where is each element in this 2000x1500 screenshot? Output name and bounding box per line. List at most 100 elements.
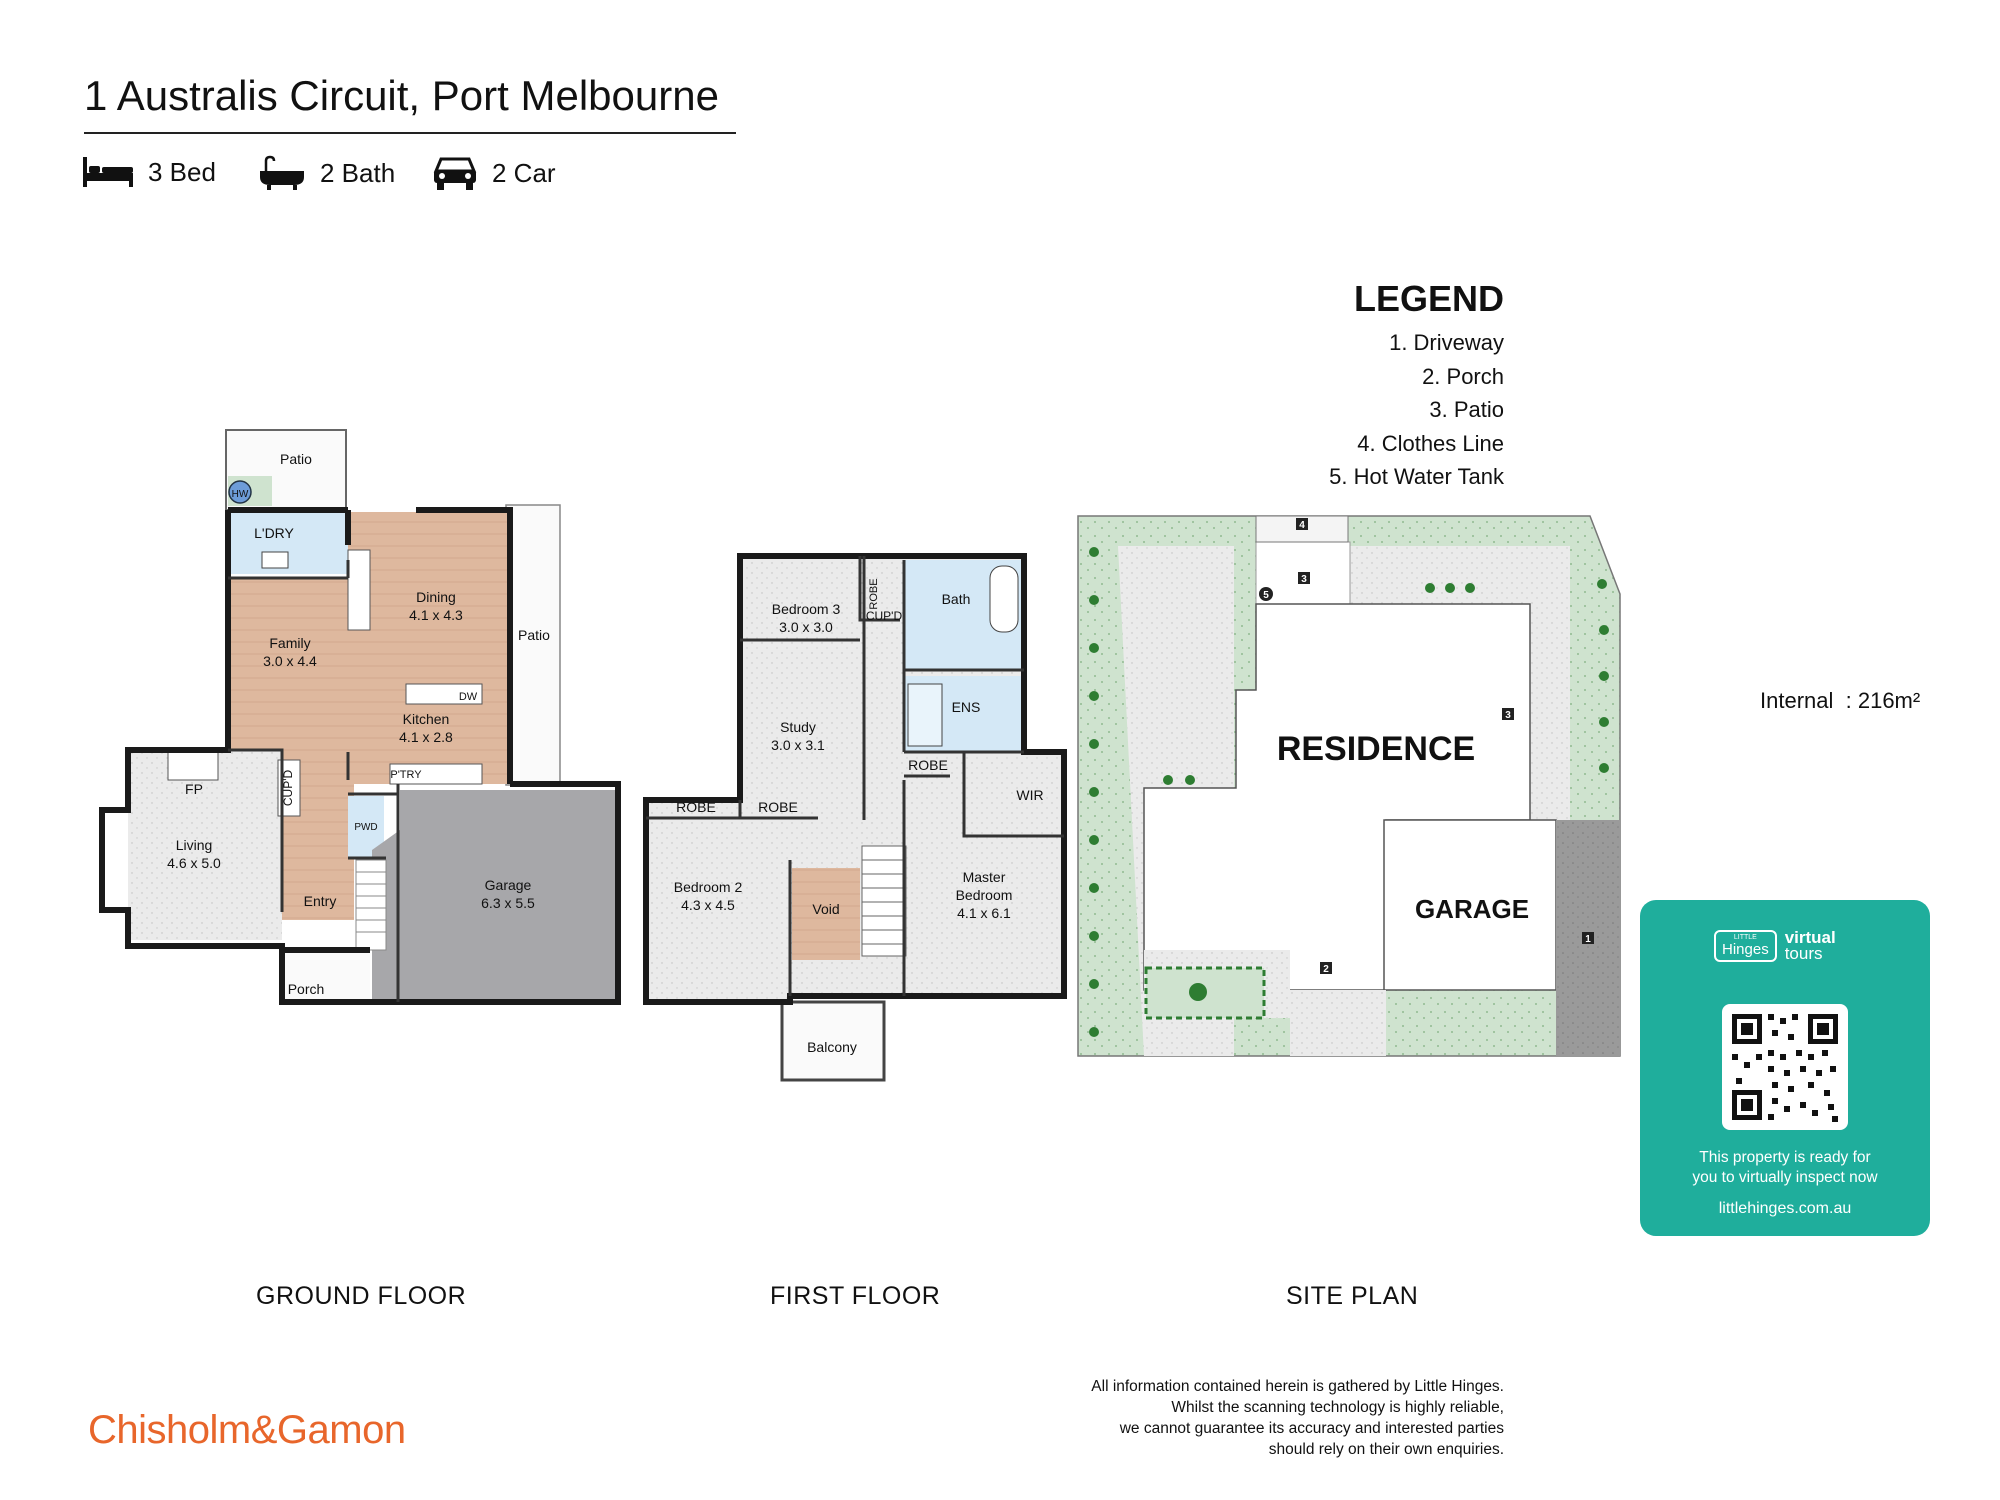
label-master-dim: 4.1 x 6.1 bbox=[957, 905, 1011, 921]
ground-floor-plan bbox=[99, 429, 621, 1005]
label-ens: ENS bbox=[952, 699, 981, 715]
disclaimer-line: should rely on their own enquiries. bbox=[1268, 1441, 1504, 1458]
family-floor bbox=[228, 578, 350, 753]
first-floor-plan bbox=[643, 553, 1067, 1082]
little-hinges-logo: LITTLE Hinges virtual tours bbox=[1714, 928, 1836, 963]
internal-area: Internal : 216m² bbox=[1760, 688, 1920, 714]
label-kitchen: Kitchen bbox=[403, 711, 450, 727]
site-front-path bbox=[1290, 990, 1386, 1056]
living-room bbox=[128, 750, 282, 940]
virtual-tour-card[interactable]: LITTLE Hinges virtual tours bbox=[1640, 900, 1930, 1236]
stairs-ground bbox=[355, 859, 387, 951]
qr-code-icon[interactable] bbox=[1722, 1004, 1848, 1130]
marker-4: 4 bbox=[1299, 520, 1305, 531]
disclaimer-line: we cannot guarantee its accuracy and int… bbox=[1119, 1420, 1504, 1437]
label-study-dim: 3.0 x 3.1 bbox=[771, 737, 825, 753]
car-icon bbox=[433, 157, 477, 190]
label-ground-floor: GROUND FLOOR bbox=[256, 1282, 467, 1310]
label-site-garage: GARAGE bbox=[1415, 894, 1529, 924]
bathtub bbox=[989, 565, 1019, 633]
marker-5: 5 bbox=[1263, 590, 1269, 601]
marker-3a: 3 bbox=[1301, 574, 1307, 585]
legend-title: LEGEND bbox=[1353, 278, 1504, 319]
laundry-sink bbox=[261, 551, 289, 569]
balcony-area bbox=[780, 1000, 886, 1082]
title-underline bbox=[84, 132, 736, 134]
label-ptry: P'TRY bbox=[390, 769, 422, 781]
agency-logo: Chisholm&Gamon bbox=[88, 1408, 406, 1452]
ground-floor-labels: Patio HW L'DRY Dining 4.1 x 4.3 Family 3… bbox=[167, 451, 550, 997]
dining-wall-stub bbox=[347, 549, 371, 631]
label-balcony: Balcony bbox=[807, 1039, 857, 1055]
page-title: 1 Australis Circuit, Port Melbourne bbox=[84, 72, 719, 119]
virtual-tour-url[interactable]: littlehinges.com.au bbox=[1718, 1200, 1852, 1217]
label-robe-vertical: ROBE bbox=[868, 578, 880, 609]
label-bedroom3-dim: 3.0 x 3.0 bbox=[779, 619, 833, 635]
patio-side-area bbox=[505, 504, 561, 786]
legend-item: 4. Clothes Line bbox=[1357, 430, 1504, 456]
site-plan-labels: RESIDENCE GARAGE 1 2 3 3 4 5 bbox=[1259, 518, 1594, 975]
virtual-tour-message-line2: you to virtually inspect now bbox=[1692, 1169, 1878, 1186]
marker-2: 2 bbox=[1323, 964, 1329, 975]
virtual-tour-message: This property is ready for you to virtua… bbox=[1640, 1148, 1930, 1188]
disclaimer-line: Whilst the scanning technology is highly… bbox=[1171, 1399, 1504, 1416]
label-porch: Porch bbox=[288, 981, 325, 997]
feature-car: 2 Car bbox=[432, 155, 556, 191]
label-patio-side: Patio bbox=[518, 627, 550, 643]
label-dining-dim: 4.1 x 4.3 bbox=[409, 607, 463, 623]
hot-water-tank-icon bbox=[228, 480, 252, 504]
feature-car-label: 2 Car bbox=[492, 157, 556, 188]
feature-bed-label: 3 Bed bbox=[148, 156, 216, 187]
fireplace bbox=[167, 751, 219, 781]
label-hw: HW bbox=[232, 489, 249, 500]
porch-area bbox=[280, 950, 370, 1002]
marker-3b: 3 bbox=[1505, 710, 1511, 721]
label-fp: FP bbox=[185, 781, 203, 797]
disclaimer: All information contained herein is gath… bbox=[944, 1376, 1504, 1460]
logo-tag-tours: tours bbox=[1784, 944, 1823, 963]
logo-tag-virtual: virtual bbox=[1784, 928, 1836, 947]
label-master-2: Bedroom bbox=[956, 887, 1013, 903]
label-garage: Garage bbox=[485, 877, 532, 893]
label-dw: DW bbox=[459, 691, 478, 703]
disclaimer-line: All information contained herein is gath… bbox=[1091, 1378, 1504, 1395]
void-floor bbox=[792, 868, 860, 960]
label-family: Family bbox=[269, 635, 310, 651]
feature-bed: 3 Bed bbox=[82, 155, 216, 189]
label-residence: RESIDENCE bbox=[1277, 730, 1475, 768]
kitchen-bench bbox=[405, 683, 483, 705]
site-trees bbox=[1089, 547, 1609, 1037]
garage-floor bbox=[372, 790, 618, 1002]
label-robe-left: ROBE bbox=[676, 799, 716, 815]
bath-icon bbox=[260, 155, 304, 190]
logo-small-text: LITTLE bbox=[1733, 934, 1757, 941]
label-bedroom2-dim: 4.3 x 4.5 bbox=[681, 897, 735, 913]
internal-value: : 216m² bbox=[1845, 688, 1921, 713]
internal-label: Internal bbox=[1760, 688, 1834, 713]
label-dining: Dining bbox=[416, 589, 456, 605]
planter-shrub bbox=[1189, 983, 1207, 1001]
label-laundry: L'DRY bbox=[254, 525, 294, 541]
first-inner-walls bbox=[646, 556, 1064, 996]
legend-item: 3. Patio bbox=[1429, 397, 1504, 422]
legend-item: 5. Hot Water Tank bbox=[1329, 464, 1504, 489]
label-bath: Bath bbox=[942, 591, 971, 607]
shower-ens bbox=[907, 683, 943, 747]
marker-1: 1 bbox=[1585, 934, 1591, 945]
bed-icon bbox=[83, 157, 133, 187]
kitchen-island bbox=[389, 763, 483, 785]
label-cupd-first: CUP'D bbox=[866, 609, 903, 623]
label-robe-mid: ROBE bbox=[758, 799, 798, 815]
label-cupd-ground: CUP'D bbox=[281, 770, 295, 807]
label-bedroom2: Bedroom 2 bbox=[674, 879, 743, 895]
label-study: Study bbox=[780, 719, 816, 735]
label-pwd: PWD bbox=[354, 822, 377, 833]
label-living-dim: 4.6 x 5.0 bbox=[167, 855, 221, 871]
label-void: Void bbox=[812, 901, 839, 917]
feature-bath-label: 2 Bath bbox=[320, 157, 396, 188]
stairs-first bbox=[861, 845, 907, 957]
site-plan bbox=[1077, 515, 1621, 1057]
logo-brand-text: Hinges bbox=[1722, 941, 1769, 958]
label-wir: WIR bbox=[1016, 787, 1043, 803]
